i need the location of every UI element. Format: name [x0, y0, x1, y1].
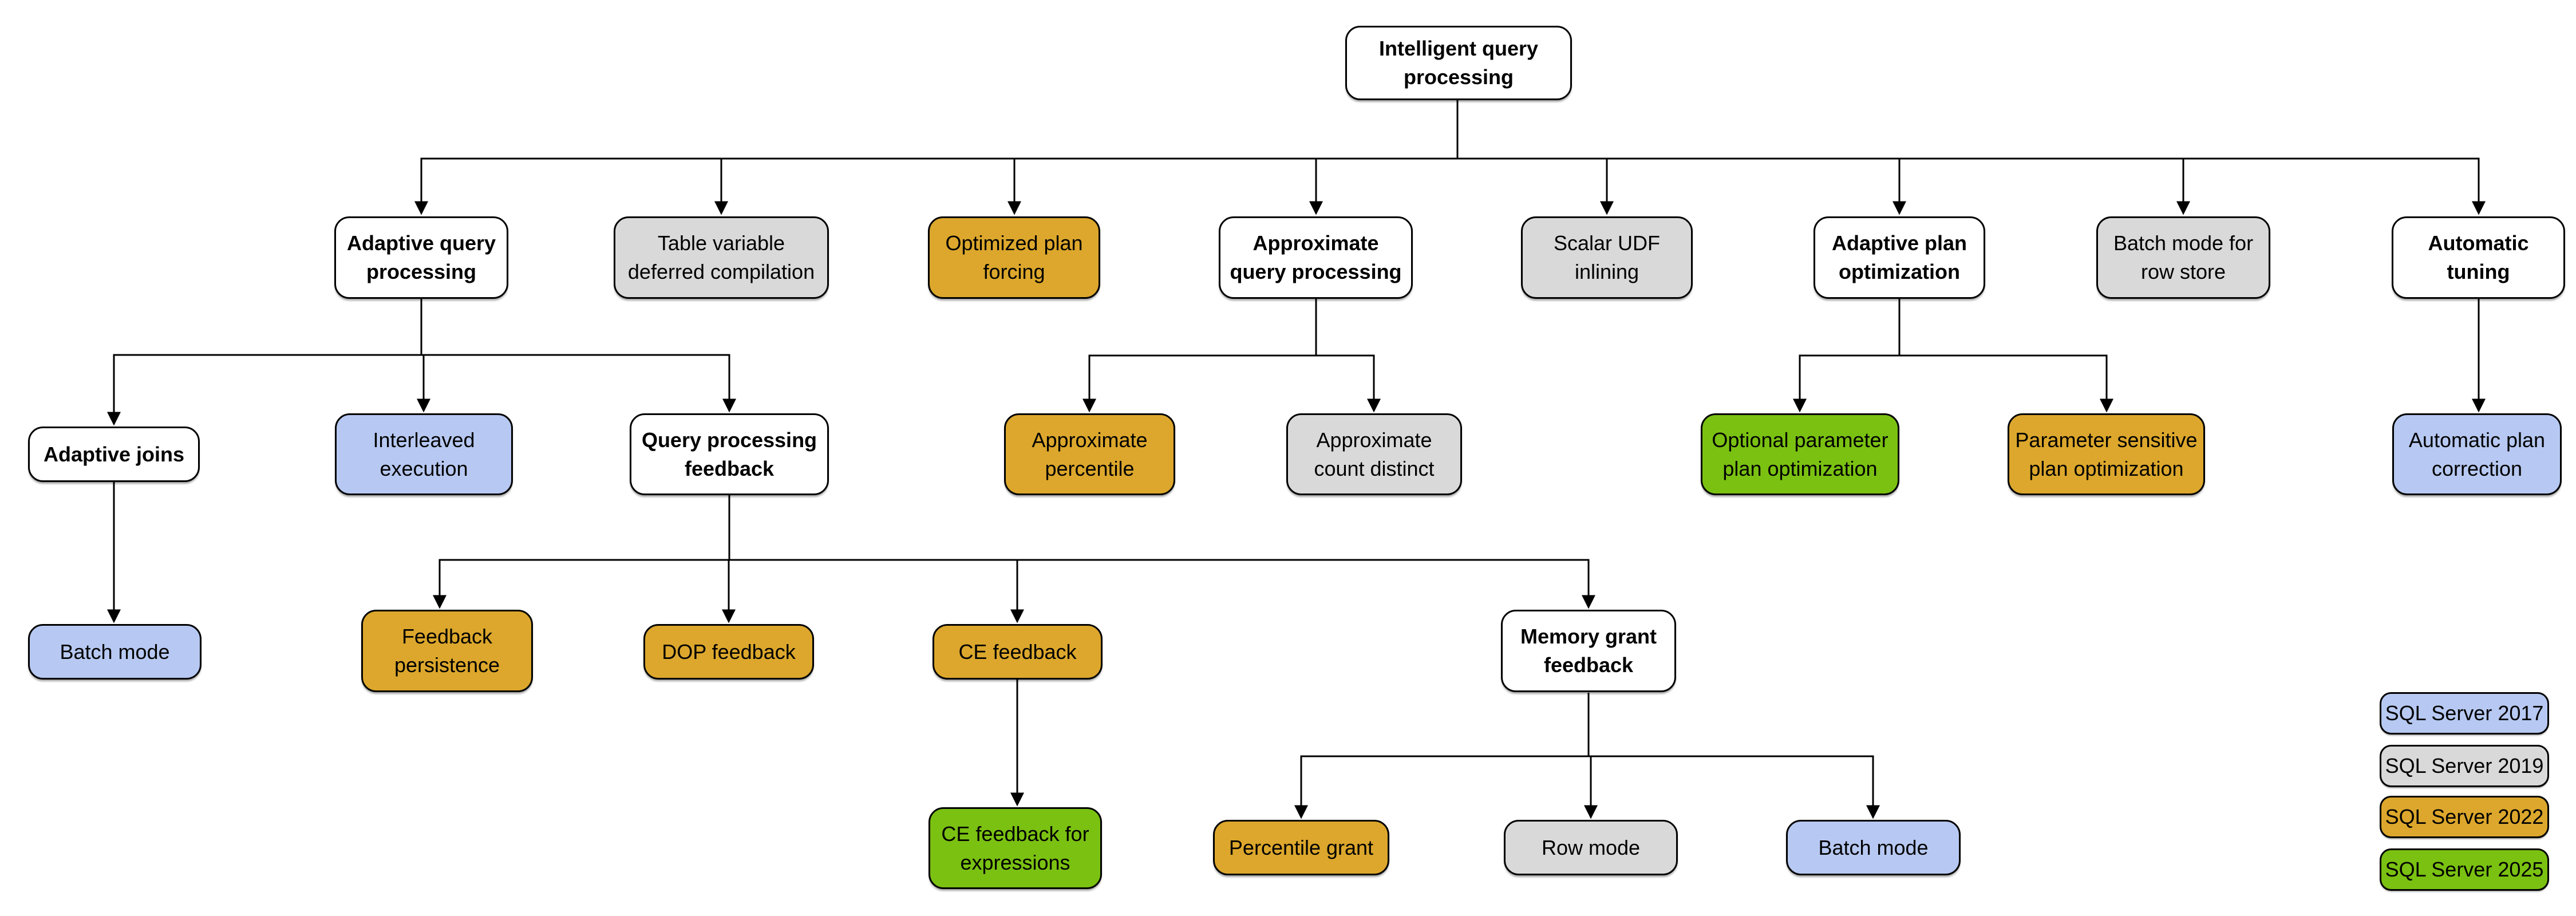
node-query-processing-feedback: Query processing feedback	[630, 413, 829, 495]
node-feedback-persistence: Feedback persistence	[361, 610, 533, 692]
node-batch-mode-for-row-store: Batch mode for row store	[2096, 216, 2270, 299]
node-parameter-sensitive-plan-optimization: Parameter sensitive plan optimization	[2008, 413, 2205, 495]
node-memory-grant-feedback: Memory grant feedback	[1501, 610, 1676, 692]
node-ce-feedback: CE feedback	[933, 624, 1103, 680]
node-optional-parameter-plan-optimization: Optional parameter plan optimization	[1701, 413, 1899, 495]
node-adaptive-plan-optimization: Adaptive plan optimization	[1814, 216, 1985, 299]
node-batch-mode-memory-grant: Batch mode	[1786, 820, 1961, 875]
legend-item-sql-server-2017: SQL Server 2017	[2380, 692, 2549, 735]
node-adaptive-query-processing: Adaptive query processing	[334, 216, 508, 299]
node-scalar-udf-inlining: Scalar UDF inlining	[1521, 216, 1693, 299]
legend-item-sql-server-2019: SQL Server 2019	[2380, 745, 2549, 787]
node-automatic-tuning: Automatic tuning	[2392, 216, 2565, 299]
node-dop-feedback: DOP feedback	[643, 624, 814, 680]
node-interleaved-execution: Interleaved execution	[335, 413, 513, 495]
node-approximate-count-distinct: Approximate count distinct	[1286, 413, 1462, 495]
node-row-mode: Row mode	[1504, 820, 1678, 875]
legend-item-sql-server-2022: SQL Server 2022	[2380, 796, 2549, 838]
node-adaptive-joins: Adaptive joins	[28, 427, 200, 482]
node-optimized-plan-forcing: Optimized plan forcing	[928, 216, 1100, 299]
node-percentile-grant: Percentile grant	[1213, 820, 1389, 875]
legend-item-sql-server-2025: SQL Server 2025	[2380, 848, 2549, 891]
node-batch-mode-adaptive-joins: Batch mode	[28, 624, 202, 680]
node-approximate-query-processing: Approximate query processing	[1219, 216, 1413, 299]
node-automatic-plan-correction: Automatic plan correction	[2392, 413, 2562, 495]
node-intelligent-query-processing: Intelligent query processing	[1345, 26, 1572, 100]
node-ce-feedback-for-expressions: CE feedback for expressions	[929, 807, 1102, 889]
node-table-variable-deferred-compilation: Table variable deferred compilation	[614, 216, 829, 299]
node-approximate-percentile: Approximate percentile	[1004, 413, 1175, 495]
